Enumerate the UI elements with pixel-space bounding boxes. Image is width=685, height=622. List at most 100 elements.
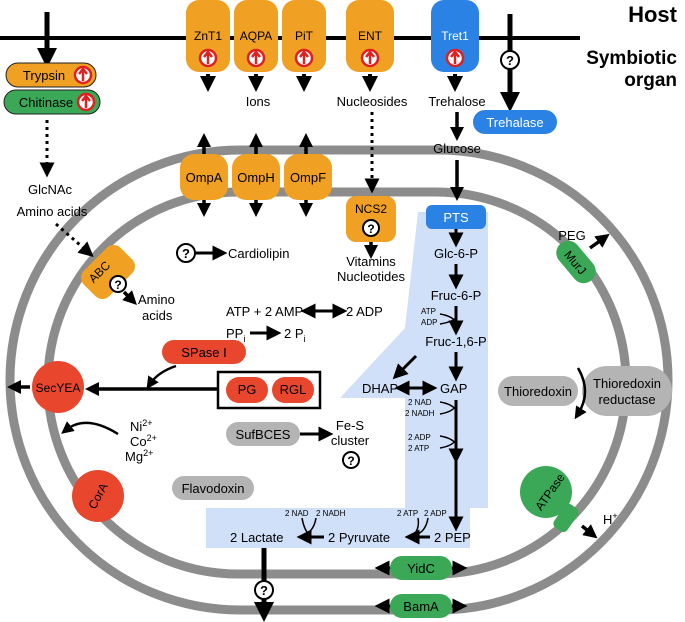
trehalose-label: Trehalose xyxy=(428,94,485,109)
glycolysis-arrows xyxy=(296,229,464,545)
ent-label: ENT xyxy=(358,29,383,43)
ncs2-label: NCS2 xyxy=(355,202,387,216)
omph-label: OmpH xyxy=(237,170,275,185)
bama-protein xyxy=(390,594,452,618)
spase-curved-arrow xyxy=(146,364,177,390)
amino-acids-label: Amino acids xyxy=(17,204,88,219)
thioredoxin-pill xyxy=(498,376,578,406)
glyc-nad-2: 2 NAD xyxy=(285,509,309,518)
dhap-label: DHAP xyxy=(362,381,398,396)
abc-dotted-arrow xyxy=(55,222,94,257)
ompf-label: OmpF xyxy=(290,170,326,185)
trypsin-up-arrow xyxy=(78,66,88,81)
abc-amino-label-2: acids xyxy=(142,308,173,323)
secyea-complex xyxy=(32,361,84,413)
glc6p-label: Glc-6-P xyxy=(434,246,478,261)
glyc-atp-3: 2 ATP xyxy=(397,509,418,518)
atp-amp-label: ATP + 2 AMP xyxy=(226,304,303,319)
glyc-nadh-2: 2 NADH xyxy=(316,509,346,518)
fruc16p-label: Fruc-1,6-P xyxy=(425,334,486,349)
pyruvate-label: 2 Pyruvate xyxy=(328,530,390,545)
glucose-label: Glucose xyxy=(433,141,481,156)
tret1-transporter xyxy=(431,0,479,72)
chitinase-up-arrow xyxy=(81,93,91,108)
mg-label: Mg2+ xyxy=(125,448,153,464)
pts-transporter xyxy=(426,205,486,229)
host-label: Host xyxy=(628,2,678,27)
fes-unknown-mark: ? xyxy=(347,454,354,468)
adp-label: 2 ADP xyxy=(346,304,383,319)
cofactor-labels: ATP ADP 2 NAD 2 NADH 2 ADP 2 ATP 2 ATP 2… xyxy=(285,307,447,518)
lactate-unknown-mark: ? xyxy=(260,583,268,598)
rgl-pill xyxy=(272,377,314,403)
pg-pill xyxy=(226,377,268,403)
sufbces-pill xyxy=(226,422,300,446)
cardiolipin-unknown-icon xyxy=(176,243,196,263)
thioredoxin-reductase-pill xyxy=(582,366,672,416)
pg-label: PG xyxy=(238,382,257,397)
unknown-transport-icon xyxy=(500,50,520,70)
upregulated-arrows xyxy=(203,49,460,64)
abc-unknown-icon xyxy=(109,275,127,293)
cardiolipin-label: Cardiolipin xyxy=(228,246,289,261)
sufbces-label: SufBCES xyxy=(236,427,291,442)
cofactor-branches xyxy=(301,313,457,537)
pi-label: 2 Pi xyxy=(284,326,306,344)
glcnac-label: GlcNAc xyxy=(28,182,73,197)
peg-label: PEG xyxy=(558,228,585,243)
atpase-stalk xyxy=(553,503,579,533)
abc-amino-label-1: Amino xyxy=(138,292,175,307)
yidc-protein xyxy=(390,556,452,580)
tret1-label: Tret1 xyxy=(441,29,469,43)
ions-label: Ions xyxy=(246,94,271,109)
ncs2-unknown-mark: ? xyxy=(367,222,374,236)
abc-transporter: ABC xyxy=(81,245,135,299)
glyc-adp: ADP xyxy=(421,318,437,327)
flavodoxin-label: Flavodoxin xyxy=(182,481,245,496)
glyc-atp: ATP xyxy=(421,307,436,316)
chitinase-pill xyxy=(3,89,101,115)
co-label: Co2+ xyxy=(130,433,157,449)
fes-label-1: Fe-S xyxy=(336,418,365,433)
unknown-transport-mark: ? xyxy=(506,53,514,68)
glycolysis-background xyxy=(206,212,488,548)
znt1-transporter xyxy=(186,0,230,72)
lactate-label: 2 Lactate xyxy=(230,530,284,545)
pit-transporter xyxy=(282,0,326,72)
ompa-porin xyxy=(180,154,228,200)
ent-transporter xyxy=(346,0,394,72)
flavodoxin-pill xyxy=(172,476,254,500)
glyc-atp-2: 2 ATP xyxy=(408,444,429,453)
chitinase-label: Chitinase xyxy=(19,95,73,110)
fes-label-2: cluster xyxy=(331,433,370,448)
organ-label: organ xyxy=(624,70,677,91)
abc-unknown-mark: ? xyxy=(114,278,121,292)
spase-pill xyxy=(162,340,246,364)
rgl-label: RGL xyxy=(280,382,307,397)
pts-label: PTS xyxy=(443,210,469,225)
thioredoxin-curved-arrow xyxy=(574,367,587,420)
ni-label: Ni2+ xyxy=(130,418,153,434)
vitamins-label: Vitamins xyxy=(346,254,396,269)
trehalase-label: Trehalase xyxy=(486,115,543,130)
h-plus-arrow xyxy=(580,524,598,539)
fes-unknown-icon xyxy=(342,451,360,469)
cora-channel xyxy=(72,470,124,522)
symbiotic-label: Symbiotic xyxy=(586,48,677,69)
aqpa-transporter xyxy=(234,0,278,72)
nucleosides-label: Nucleosides xyxy=(337,94,408,109)
fruc6p-label: Fruc-6-P xyxy=(431,288,482,303)
glyc-adp-2: 2 ADP xyxy=(408,433,431,442)
znt1-label: ZnT1 xyxy=(194,29,222,43)
abc-arrow xyxy=(122,290,137,305)
cora-curved-arrow xyxy=(61,421,119,436)
atpase-head xyxy=(520,466,572,518)
lactate-unknown-icon xyxy=(254,580,274,600)
glyc-adp-3: 2 ADP xyxy=(424,509,447,518)
glyc-nad-1: 2 NAD xyxy=(408,398,432,407)
pit-label: PiT xyxy=(295,29,314,43)
aqpa-label: AQPA xyxy=(240,29,272,43)
omph-porin xyxy=(232,154,280,200)
pep-label: 2 PEP xyxy=(434,530,471,545)
trehalase-pill xyxy=(473,110,557,134)
